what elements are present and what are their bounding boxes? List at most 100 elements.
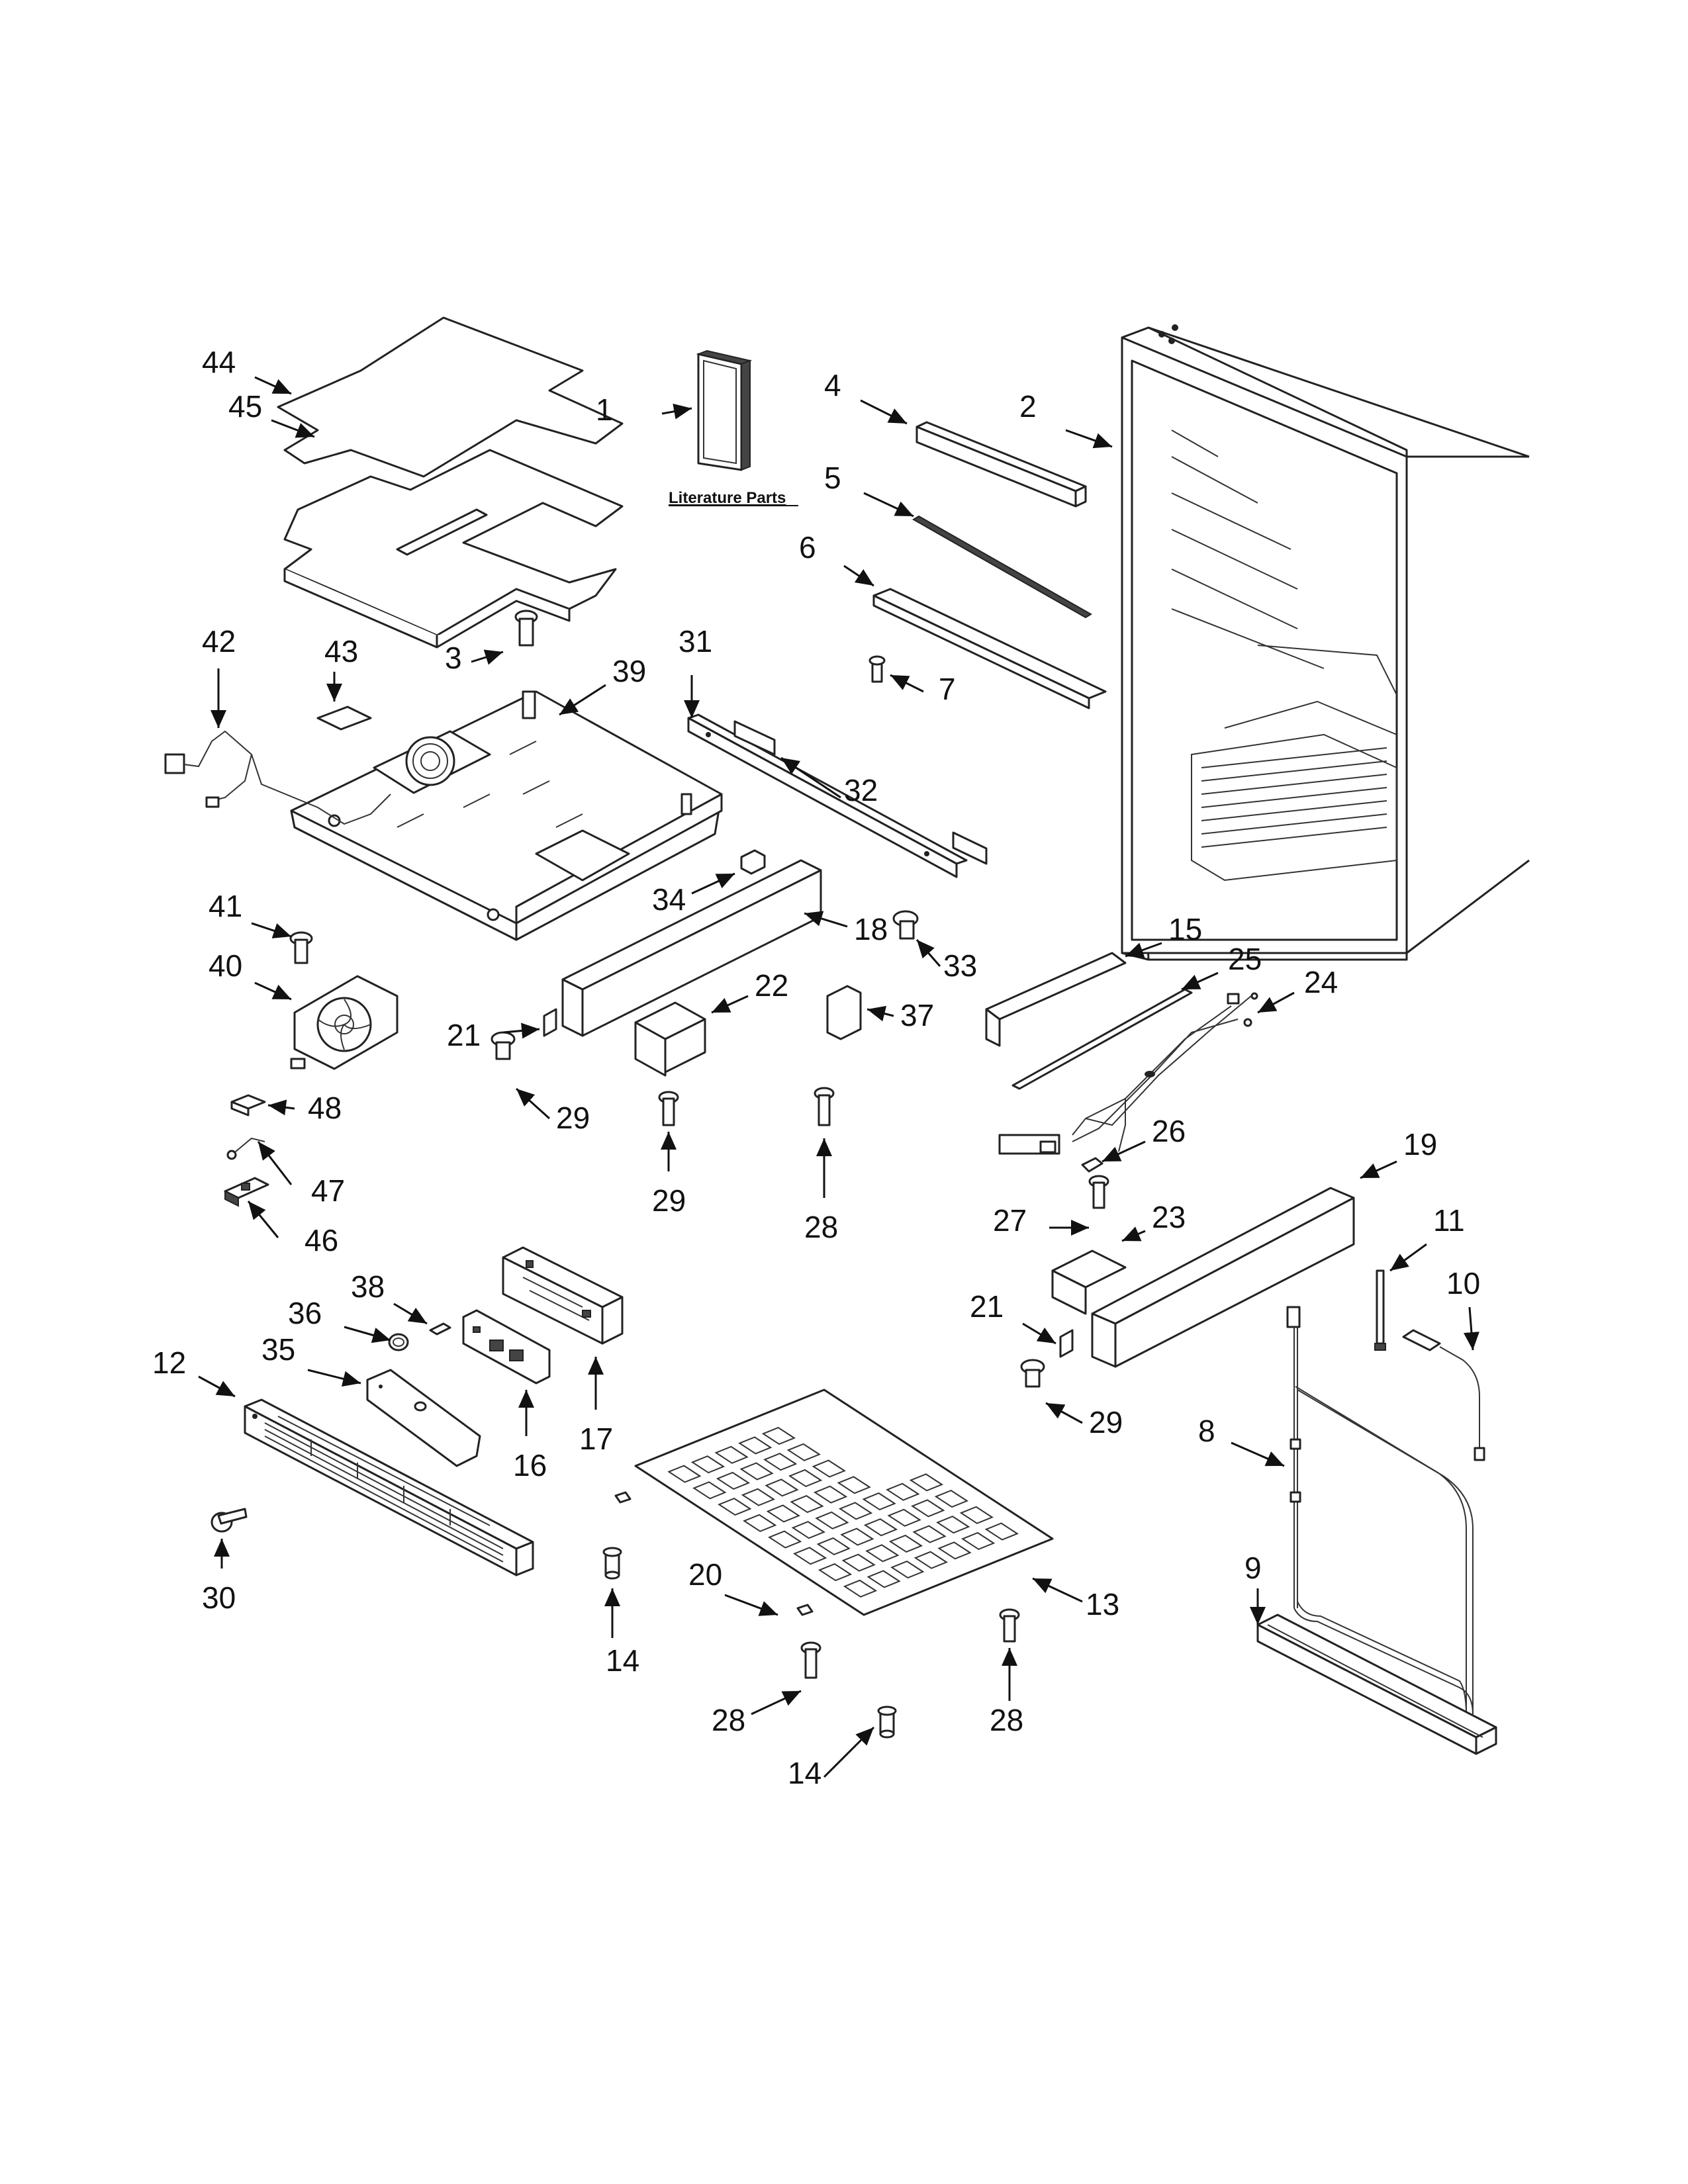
vent-slot xyxy=(791,1521,825,1539)
callout-c46: 46 xyxy=(305,1223,338,1257)
callout-c13: 13 xyxy=(1086,1587,1119,1621)
callout-c27: 27 xyxy=(993,1203,1027,1238)
screw-29-a xyxy=(491,1031,516,1060)
leader-arrow-c25 xyxy=(1181,972,1219,991)
leader-arrow-c18 xyxy=(804,911,848,928)
callout-c34: 34 xyxy=(652,882,686,917)
leader-arrow-c15 xyxy=(1125,942,1162,958)
control-board-16 xyxy=(462,1309,551,1385)
heater-8 xyxy=(1286,1306,1474,1715)
clip-20-a xyxy=(614,1491,632,1504)
vent-slot xyxy=(815,1511,849,1529)
callout-c1: 1 xyxy=(596,392,613,427)
pad-32a xyxy=(733,720,776,756)
vent-slot xyxy=(961,1531,996,1551)
callout-c35: 35 xyxy=(261,1332,295,1367)
callout-c30: 30 xyxy=(202,1580,236,1615)
callout-c44: 44 xyxy=(202,345,236,379)
channel-19 xyxy=(1091,1187,1355,1368)
leader-arrow-c47 xyxy=(257,1141,293,1185)
callout-c10: 10 xyxy=(1446,1266,1480,1300)
insulation-sheet-44 xyxy=(283,449,624,649)
callout-c37: 37 xyxy=(900,998,934,1032)
vent-slot xyxy=(914,1551,949,1569)
vent-slot xyxy=(934,1489,969,1508)
leader-arrow-c8 xyxy=(1231,1441,1285,1467)
leader-arrow-c21a xyxy=(502,1023,540,1039)
vent-slot xyxy=(768,1530,802,1549)
clip-21-right xyxy=(1059,1329,1074,1358)
leader-arrow-c11 xyxy=(1389,1243,1427,1272)
callout-c12: 12 xyxy=(152,1345,186,1380)
callout-c48: 48 xyxy=(308,1091,342,1125)
callout-c38: 38 xyxy=(351,1269,385,1304)
callout-c36: 36 xyxy=(288,1296,322,1330)
leader-arrow-c7 xyxy=(890,674,924,693)
leader-arrow-c22 xyxy=(711,995,749,1014)
callout-c28b: 28 xyxy=(712,1703,745,1737)
screw-29-c xyxy=(1020,1359,1045,1388)
vent-slot xyxy=(716,1471,751,1490)
callout-c29c: 29 xyxy=(1089,1405,1123,1439)
vent-slot xyxy=(743,1514,777,1532)
callout-c29b: 29 xyxy=(652,1183,686,1218)
label-43 xyxy=(316,705,372,731)
wire-harness-24 xyxy=(998,992,1258,1155)
leader-arrow-c6 xyxy=(843,565,874,587)
vent-slot xyxy=(790,1494,824,1514)
literature-parts-label: Literature Parts xyxy=(669,489,786,507)
thermistor-10 xyxy=(1402,1329,1485,1461)
leader-arrow-c4 xyxy=(860,399,908,425)
leader-arrow-c14b xyxy=(823,1726,875,1778)
vent-slot xyxy=(959,1506,994,1524)
vent-slot xyxy=(818,1563,853,1582)
screw-28-b xyxy=(800,1641,821,1679)
leader-arrow-c29c xyxy=(1045,1402,1083,1424)
screw-27 xyxy=(1088,1175,1109,1209)
leveling-foot-14-a xyxy=(602,1547,622,1580)
switch-46 xyxy=(224,1177,269,1207)
callout-c15: 15 xyxy=(1168,912,1202,946)
callout-c41: 41 xyxy=(209,889,242,923)
callout-c20: 20 xyxy=(688,1557,722,1592)
evaporator-cover-39 xyxy=(290,690,723,941)
wire-harness-42 xyxy=(164,730,391,825)
callout-c45: 45 xyxy=(228,389,262,424)
callout-c25: 25 xyxy=(1228,942,1262,976)
callout-c14a: 14 xyxy=(606,1643,639,1678)
literature-book xyxy=(696,349,753,471)
leader-arrow-c38 xyxy=(393,1302,428,1325)
vent-slot xyxy=(890,1560,925,1579)
control-panel-35 xyxy=(366,1369,481,1467)
leader-arrow-c41 xyxy=(251,922,292,938)
bracket-22 xyxy=(634,1001,706,1077)
vent-slot xyxy=(792,1547,827,1565)
connector-38 xyxy=(429,1322,451,1336)
callout-c6: 6 xyxy=(799,530,816,565)
vent-slot xyxy=(667,1465,702,1483)
vent-slot xyxy=(788,1469,823,1488)
pad-48 xyxy=(230,1094,266,1116)
leader-arrow-c46 xyxy=(247,1201,279,1238)
leader-arrow-c3 xyxy=(471,649,504,665)
vent-slot xyxy=(838,1502,873,1520)
callout-c11: 11 xyxy=(1433,1203,1465,1238)
callout-c23: 23 xyxy=(1152,1200,1186,1234)
leader-arrow-c12 xyxy=(198,1375,236,1398)
cover-15 xyxy=(985,952,1127,1047)
pad-32b xyxy=(952,831,988,865)
screw-41 xyxy=(289,931,313,964)
callout-c22: 22 xyxy=(755,968,788,1003)
led-strip-5 xyxy=(912,515,1092,619)
callout-c33: 33 xyxy=(943,948,977,983)
callout-c26: 26 xyxy=(1152,1114,1186,1148)
callout-c21a: 21 xyxy=(447,1018,481,1052)
callout-c4: 4 xyxy=(824,368,841,402)
vent-slot xyxy=(984,1522,1019,1541)
callout-c19: 19 xyxy=(1403,1127,1437,1161)
vent-slot xyxy=(786,1443,821,1461)
callout-c3: 3 xyxy=(445,641,462,675)
vent-slot xyxy=(692,1481,727,1500)
